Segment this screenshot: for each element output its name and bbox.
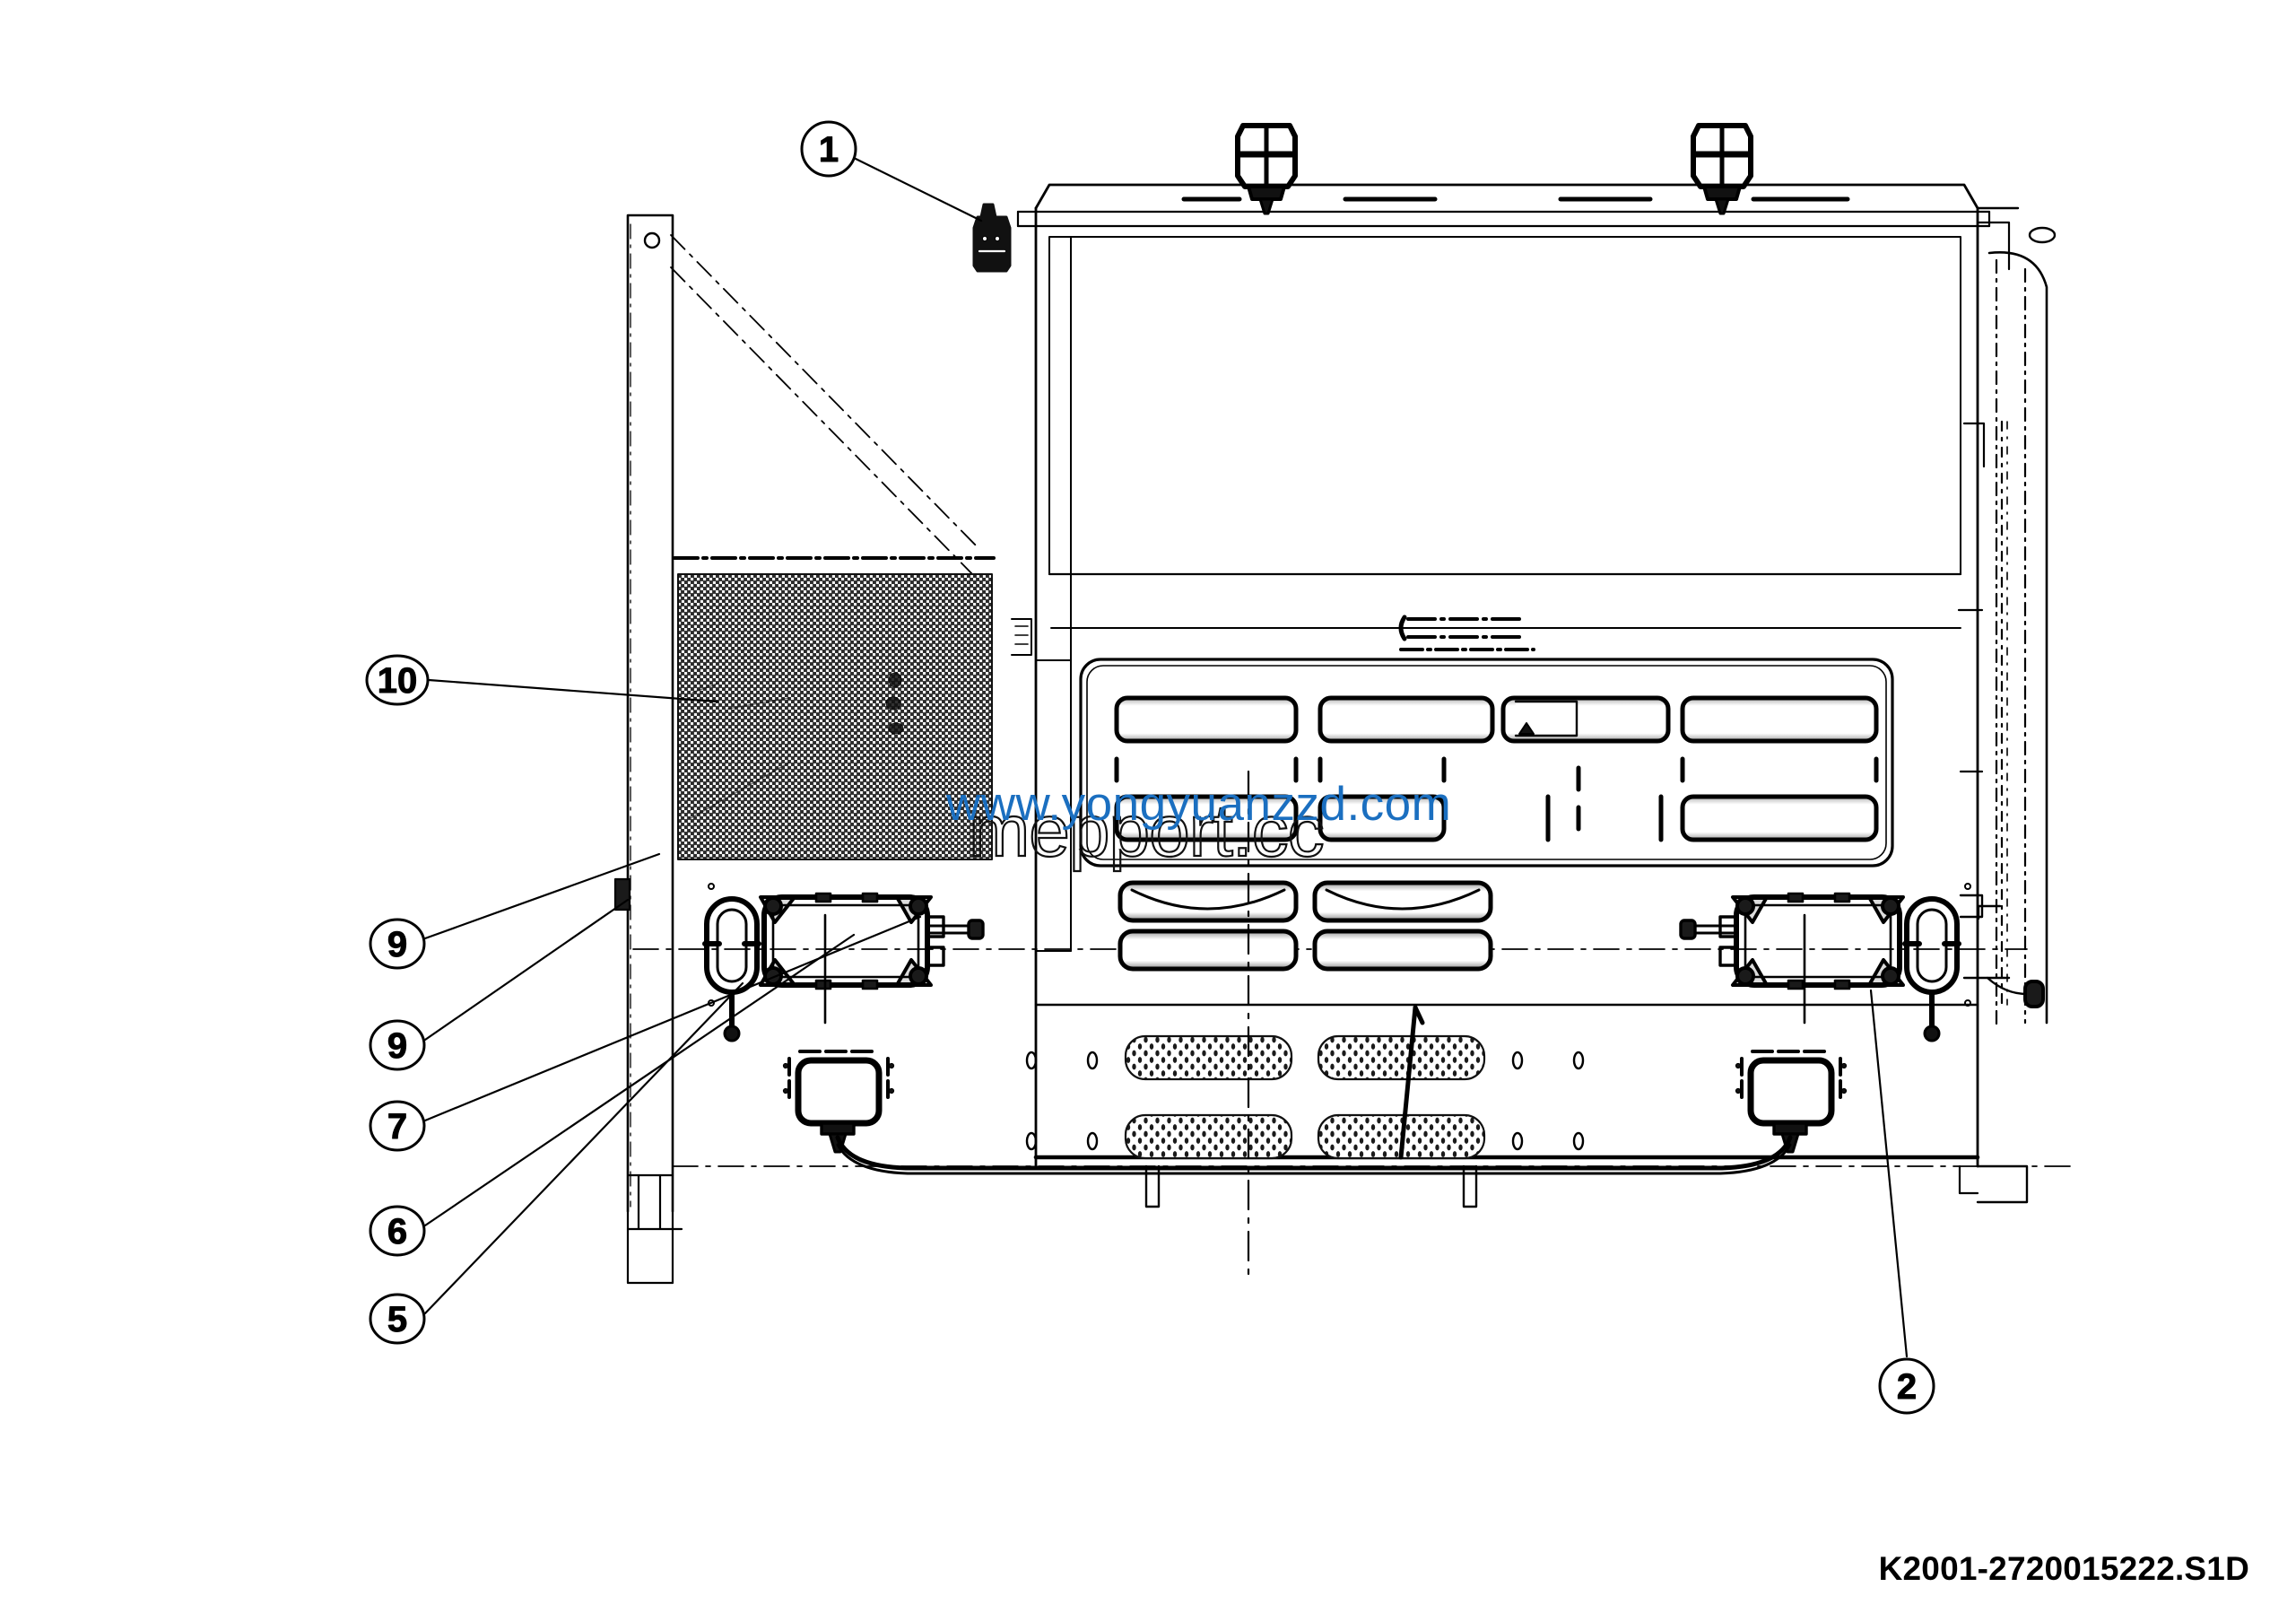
callout-bubbles: 1 10 9 9 7 bbox=[365, 120, 1935, 1415]
electrical-connector-plug bbox=[972, 203, 1012, 273]
roof-lamp-left bbox=[1235, 123, 1298, 215]
callout-2[interactable]: 2 bbox=[1878, 1357, 1935, 1415]
left-light-box bbox=[782, 1050, 895, 1154]
right-work-lamp bbox=[1679, 892, 1905, 1025]
leader-9a bbox=[423, 852, 661, 940]
bumper-bolt-holes bbox=[1025, 1051, 1585, 1151]
leader-lines bbox=[423, 156, 1909, 1358]
left-frame-post bbox=[613, 214, 683, 1285]
callout-7-label: 7 bbox=[387, 1107, 407, 1147]
callout-2-label: 2 bbox=[1897, 1367, 1917, 1407]
bumper-vent-panels bbox=[1124, 1034, 1486, 1160]
leader-5 bbox=[423, 981, 744, 1315]
machine-body-outline bbox=[1016, 183, 1991, 1168]
right-cab-edge bbox=[1957, 206, 2057, 1204]
leader-6 bbox=[423, 933, 856, 1227]
roof-lamp-right bbox=[1691, 123, 1753, 215]
hood-right-detail bbox=[1959, 894, 1984, 919]
callout-6[interactable]: 6 bbox=[369, 1205, 426, 1257]
callout-1-label: 1 bbox=[819, 130, 839, 170]
lower-bumper bbox=[1025, 1003, 1980, 1208]
grille-slot-row-2 bbox=[1114, 765, 1879, 842]
callout-9a[interactable]: 9 bbox=[369, 918, 426, 970]
drawing-body: 1 10 9 9 7 bbox=[365, 120, 2073, 1415]
leader-7 bbox=[423, 915, 922, 1122]
wiring-harness bbox=[835, 1135, 1793, 1175]
callout-6-label: 6 bbox=[387, 1212, 407, 1251]
construction-lines bbox=[670, 234, 980, 582]
part-number-label: K2001-2720015222.S1D bbox=[1878, 1550, 2249, 1587]
callout-1[interactable]: 1 bbox=[800, 120, 857, 178]
callout-7[interactable]: 7 bbox=[369, 1100, 426, 1152]
leader-9b bbox=[423, 898, 630, 1042]
callout-5[interactable]: 5 bbox=[369, 1293, 426, 1345]
callout-5-label: 5 bbox=[387, 1300, 407, 1339]
lower-louver-panel bbox=[1118, 880, 1493, 972]
leader-1 bbox=[852, 156, 983, 222]
hood-emblem bbox=[1398, 615, 1535, 651]
left-marker-lamp bbox=[702, 883, 761, 1042]
callout-10-label: 10 bbox=[378, 661, 418, 701]
callout-9b-label: 9 bbox=[387, 1026, 407, 1066]
callout-10[interactable]: 10 bbox=[365, 654, 430, 706]
callout-9b[interactable]: 9 bbox=[369, 1019, 426, 1071]
grille-slot-row-1 bbox=[1114, 695, 1879, 744]
callout-9a-label: 9 bbox=[387, 925, 407, 964]
right-light-box bbox=[1735, 1050, 1848, 1154]
bumper-pins bbox=[1144, 1164, 1478, 1208]
hood-left-detail bbox=[1011, 618, 1032, 656]
leader-2 bbox=[1869, 989, 1909, 1358]
upper-grille-panel bbox=[1079, 615, 1894, 868]
left-work-lamp bbox=[759, 892, 985, 1025]
radiator-mesh-screen bbox=[673, 556, 996, 860]
leader-10 bbox=[427, 678, 719, 703]
right-marker-lamp bbox=[1902, 883, 1971, 1042]
